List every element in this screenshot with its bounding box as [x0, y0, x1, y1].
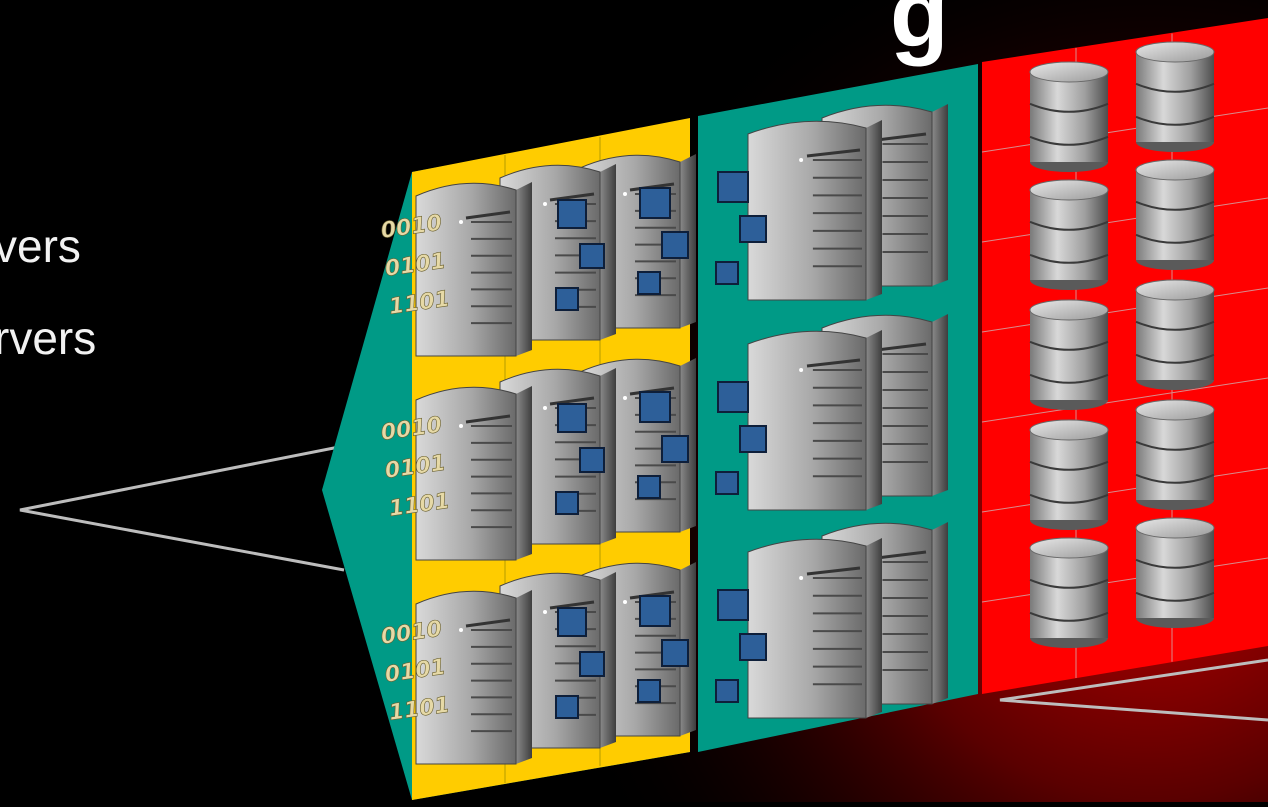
- database-cylinder: [1029, 419, 1109, 530]
- app-servers: [715, 104, 948, 719]
- component-chip: [579, 243, 605, 269]
- component-chip: [661, 639, 689, 667]
- database-cylinder: [1135, 279, 1215, 390]
- component-chip: [717, 171, 749, 203]
- component-chip: [557, 607, 587, 637]
- database-cylinder: [1135, 41, 1215, 152]
- component-chip: [639, 391, 671, 423]
- connector-lines: [19, 444, 1268, 722]
- database-cylinder: [1135, 159, 1215, 270]
- database-cylinder: [1029, 299, 1109, 410]
- app-server-tower: [747, 330, 882, 511]
- database-cylinder: [1135, 517, 1215, 628]
- database-cylinder: [1029, 179, 1109, 290]
- component-chip: [579, 651, 605, 677]
- component-chip: [739, 215, 767, 243]
- bullet-app-servers: rvers: [0, 312, 97, 364]
- component-chip: [637, 271, 661, 295]
- db-tier-panel: [982, 18, 1268, 694]
- component-chip: [715, 679, 739, 703]
- tier-funnel: [322, 172, 412, 800]
- component-chip: [661, 435, 689, 463]
- slide-title-fragment: g: [890, 0, 949, 67]
- component-chip: [579, 447, 605, 473]
- app-server-tower: [747, 538, 882, 719]
- database-cylinder: [1029, 61, 1109, 172]
- component-chip: [739, 425, 767, 453]
- web-server-tower: [415, 386, 532, 561]
- component-chip: [637, 679, 661, 703]
- web-servers: [415, 154, 696, 765]
- component-chip: [555, 491, 579, 515]
- component-chip: [639, 595, 671, 627]
- bullet-web-servers: vers: [0, 220, 81, 272]
- component-chip: [717, 381, 749, 413]
- database-cylinders: [1029, 41, 1215, 648]
- component-chip: [637, 475, 661, 499]
- component-chip: [717, 589, 749, 621]
- component-chip: [639, 187, 671, 219]
- component-chip: [661, 231, 689, 259]
- component-chip: [555, 287, 579, 311]
- component-chip: [739, 633, 767, 661]
- database-cylinder: [1135, 399, 1215, 510]
- app-server-tower: [747, 120, 882, 301]
- database-cylinder: [1029, 537, 1109, 648]
- component-chip: [557, 199, 587, 229]
- web-server-tower: [415, 182, 532, 357]
- component-chip: [557, 403, 587, 433]
- web-server-tower: [415, 590, 532, 765]
- component-chip: [715, 471, 739, 495]
- component-chip: [715, 261, 739, 285]
- component-chip: [555, 695, 579, 719]
